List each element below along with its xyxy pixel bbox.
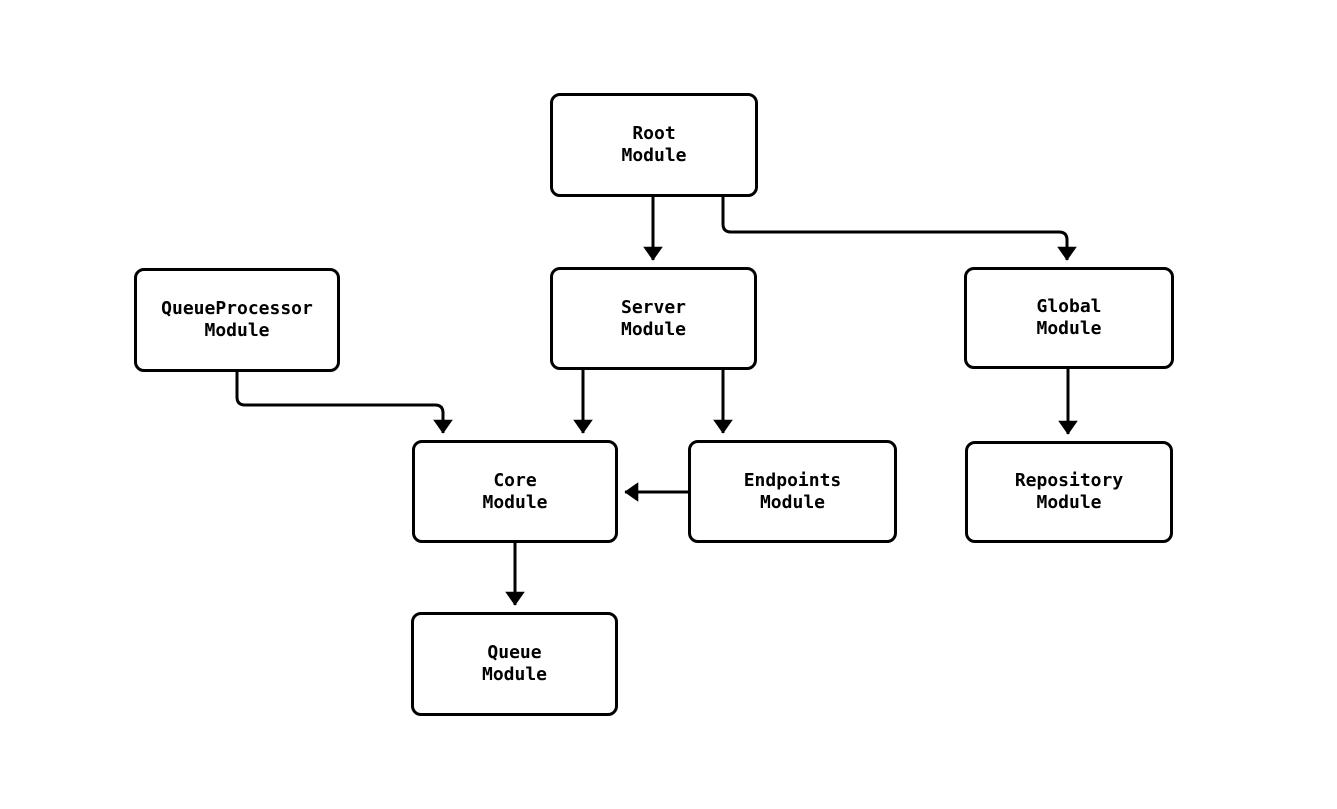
edge-root-to-global	[721, 197, 1077, 261]
node-repository-module: Repository Module	[965, 441, 1173, 543]
node-queue-module: Queue Module	[411, 612, 618, 716]
node-repository-module-label: Repository Module	[1014, 470, 1124, 513]
node-server-module: Server Module	[550, 267, 757, 370]
node-queueprocessor-module-label: QueueProcessor Module	[161, 298, 313, 341]
node-endpoints-module-label: Endpoints Module	[743, 469, 842, 513]
node-global-module: Global Module	[964, 267, 1174, 369]
node-core-module: Core Module	[412, 440, 618, 543]
node-server-module-label: Server Module	[620, 296, 687, 340]
node-root-module-label: Root Module	[621, 123, 687, 166]
node-endpoints-module: Endpoints Module	[688, 440, 897, 543]
node-queueprocessor-module: QueueProcessor Module	[134, 268, 340, 372]
node-queue-module-label: Queue Module	[481, 642, 548, 685]
node-root-module: Root Module	[550, 93, 758, 197]
node-core-module-label: Core Module	[482, 469, 548, 513]
node-global-module-label: Global Module	[1036, 296, 1102, 339]
edge-queueprocessor-to-core	[235, 372, 453, 434]
